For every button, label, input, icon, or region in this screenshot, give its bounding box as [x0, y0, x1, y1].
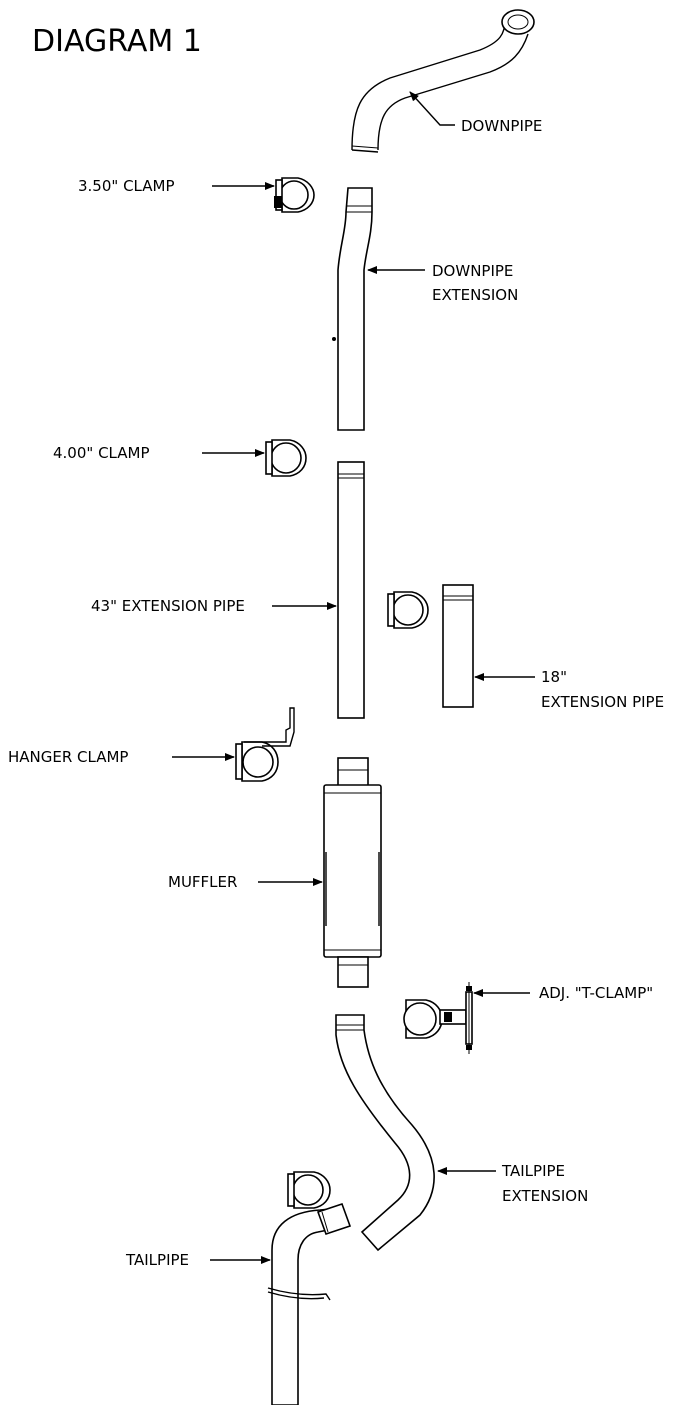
label-clamp-350: 3.50" CLAMP	[78, 177, 175, 195]
clamp-tailpipe-part	[287, 1171, 331, 1209]
downpipe-extension-part	[332, 187, 373, 431]
label-downpipe-extension-2: EXTENSION	[432, 286, 519, 304]
label-extension-pipe-18-2: EXTENSION PIPE	[541, 693, 665, 711]
downpipe-leader	[409, 91, 455, 126]
tailpipe-part	[267, 1202, 352, 1405]
clamp-400-part	[265, 439, 307, 477]
clamp-extension-part	[387, 591, 429, 629]
label-downpipe: DOWNPIPE	[461, 117, 543, 135]
label-adj-t-clamp: ADJ. "T-CLAMP"	[539, 984, 654, 1002]
clamp-350-part	[274, 177, 315, 213]
downpipe-part	[351, 9, 535, 153]
diagram-title: DIAGRAM 1	[32, 24, 202, 59]
tailpipe-extension-part	[335, 1014, 435, 1252]
label-tailpipe: TAILPIPE	[126, 1251, 190, 1269]
label-extension-pipe-18-1: 18"	[541, 668, 567, 686]
label-tailpipe-extension-2: EXTENSION	[502, 1187, 589, 1205]
label-hanger-clamp: HANGER CLAMP	[8, 748, 129, 766]
label-extension-pipe-43: 43" EXTENSION PIPE	[91, 597, 245, 615]
label-clamp-400: 4.00" CLAMP	[53, 444, 150, 462]
extension-pipe-18-part	[442, 584, 474, 708]
adj-t-clamp-part	[403, 982, 473, 1054]
label-muffler: MUFFLER	[168, 873, 238, 891]
muffler-part	[323, 757, 382, 988]
label-tailpipe-extension-1: TAILPIPE	[502, 1162, 566, 1180]
label-downpipe-extension-1: DOWNPIPE	[432, 262, 514, 280]
extension-pipe-43-part	[337, 461, 365, 719]
hanger-clamp-part	[235, 707, 295, 782]
